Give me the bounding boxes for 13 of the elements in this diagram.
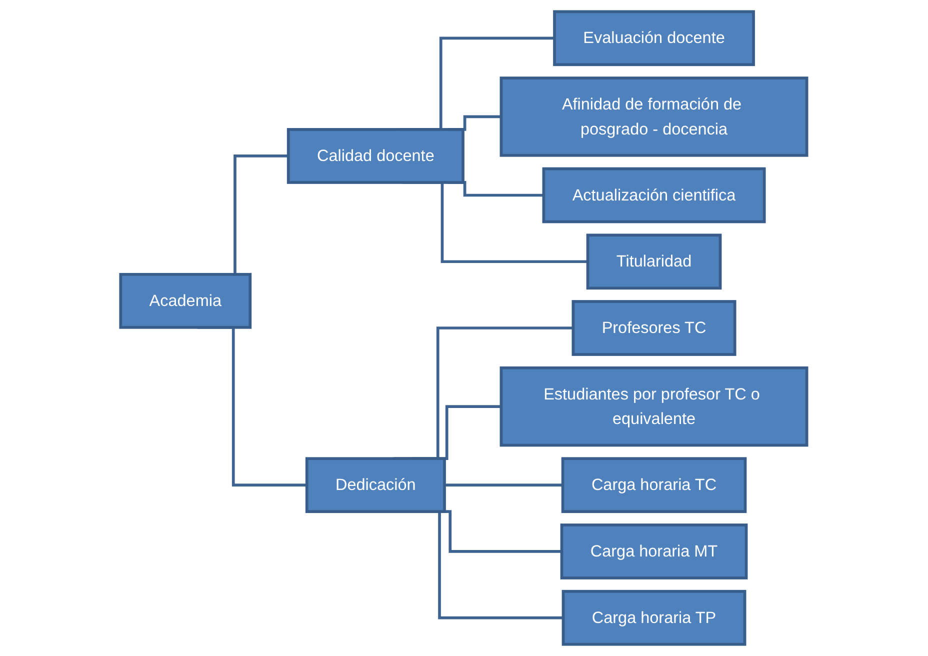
node-box: Carga horaria MT (560, 524, 748, 580)
node-box: Calidad docente (287, 128, 465, 184)
node-box: Estudiantes por profesor TC o equivalente (500, 366, 809, 447)
node-box: Carga horaria TC (562, 457, 747, 514)
node-box: Actualización cientifica (542, 167, 766, 224)
node-box: Titularidad (586, 234, 722, 290)
node-box: Afinidad de formación de posgrado - docencia (500, 76, 809, 157)
node-box: Carga horaria TP (562, 590, 746, 646)
node-box: Dedicación (306, 457, 446, 514)
connector (444, 484, 564, 487)
node-box: Profesores TC (572, 300, 737, 356)
node-box: Evaluación docente (553, 10, 756, 66)
node-box: Academia (119, 272, 252, 329)
